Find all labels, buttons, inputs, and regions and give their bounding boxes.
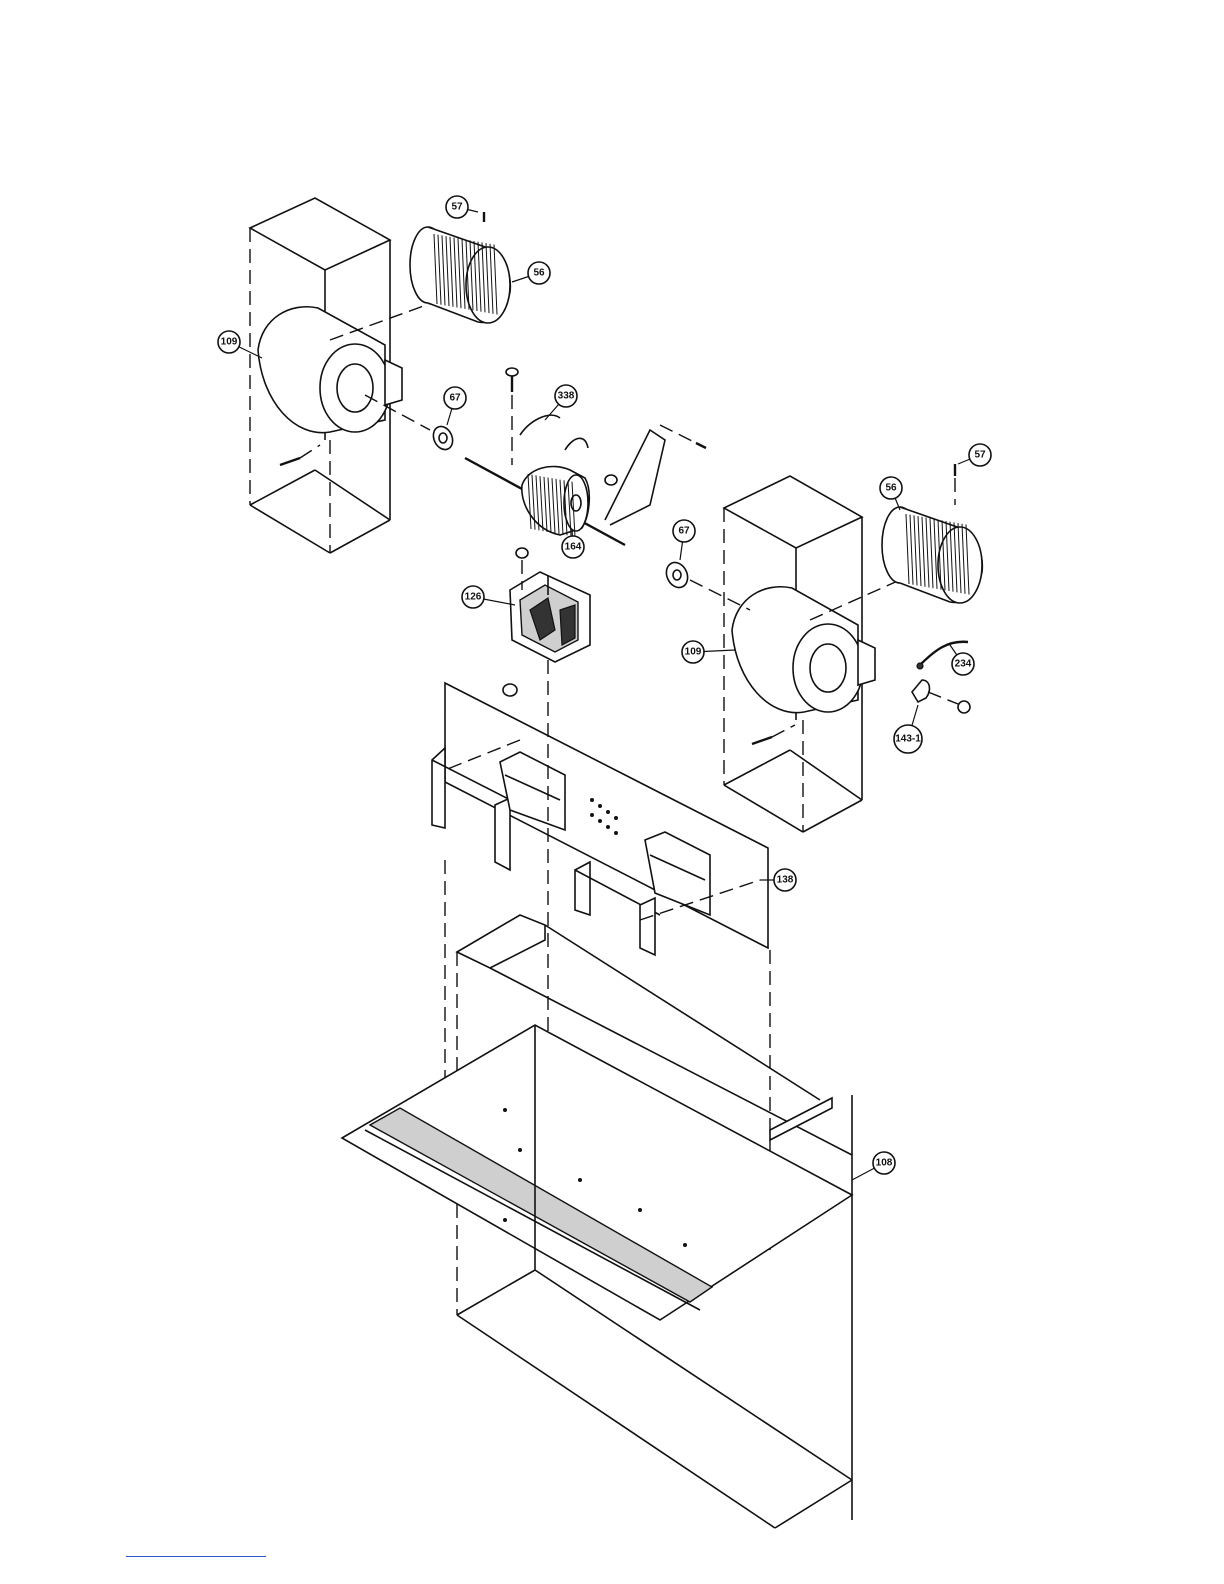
right-blower-housing [690, 580, 900, 713]
callout-c56b: 56 [880, 477, 902, 499]
mount-hole [614, 831, 618, 835]
callout-label: 56 [533, 268, 545, 279]
mount-hole [638, 1208, 642, 1212]
callout-label: 234 [955, 659, 972, 670]
callout-label: 338 [558, 391, 575, 402]
clamp [912, 680, 970, 713]
mount-hole [518, 1148, 522, 1152]
callout-label: 67 [449, 393, 461, 404]
callout-label: 143-1 [895, 734, 921, 745]
callout-c109b: 109 [682, 641, 704, 663]
motor [465, 368, 625, 545]
mount-hole [503, 1218, 507, 1222]
callout-c143: 143-1 [894, 725, 922, 753]
mount-hole [503, 1108, 507, 1112]
left-blower-housing [258, 300, 440, 433]
mount-hole [614, 816, 618, 820]
callout-c67a: 67 [444, 387, 466, 409]
partition-panel [432, 683, 768, 955]
callout-c56a: 56 [528, 262, 550, 284]
callout-c126: 126 [462, 586, 484, 608]
callout-c164: 164 [562, 536, 584, 558]
callout-label: 126 [465, 592, 482, 603]
callout-c108: 108 [873, 1152, 895, 1174]
isolator-right [662, 559, 691, 591]
mount-hole [590, 798, 594, 802]
callout-label: 138 [777, 875, 794, 886]
left-blower-wheel [410, 212, 510, 323]
mount-hole [598, 804, 602, 808]
mount-hole [598, 819, 602, 823]
mount-hole [606, 825, 610, 829]
left-screw [280, 445, 320, 465]
bracket-wire [605, 425, 706, 525]
mount-hole [606, 810, 610, 814]
callout-c138: 138 [774, 869, 796, 891]
footer-rule [126, 1556, 266, 1557]
callout-label: 164 [565, 542, 582, 553]
callout-c234: 234 [952, 653, 974, 675]
callout-c109a: 109 [218, 331, 240, 353]
callout-c57a: 57 [446, 196, 468, 218]
callout-label: 57 [451, 202, 463, 213]
callout-label: 109 [221, 337, 238, 348]
callout-label: 57 [974, 450, 986, 461]
callout-label: 56 [885, 483, 897, 494]
callout-label: 109 [685, 647, 702, 658]
base-pan [342, 915, 852, 1528]
mount-hole [590, 813, 594, 817]
callout-label: 67 [678, 526, 690, 537]
callout-label: 108 [876, 1158, 893, 1169]
mount-hole [578, 1178, 582, 1182]
right-screw [752, 725, 795, 744]
callout-c338: 338 [555, 385, 577, 407]
isolator-left [430, 423, 456, 452]
callout-c57b: 57 [969, 444, 991, 466]
motor-mount [510, 548, 590, 662]
mount-hole [683, 1243, 687, 1247]
callout-c67b: 67 [673, 520, 695, 542]
